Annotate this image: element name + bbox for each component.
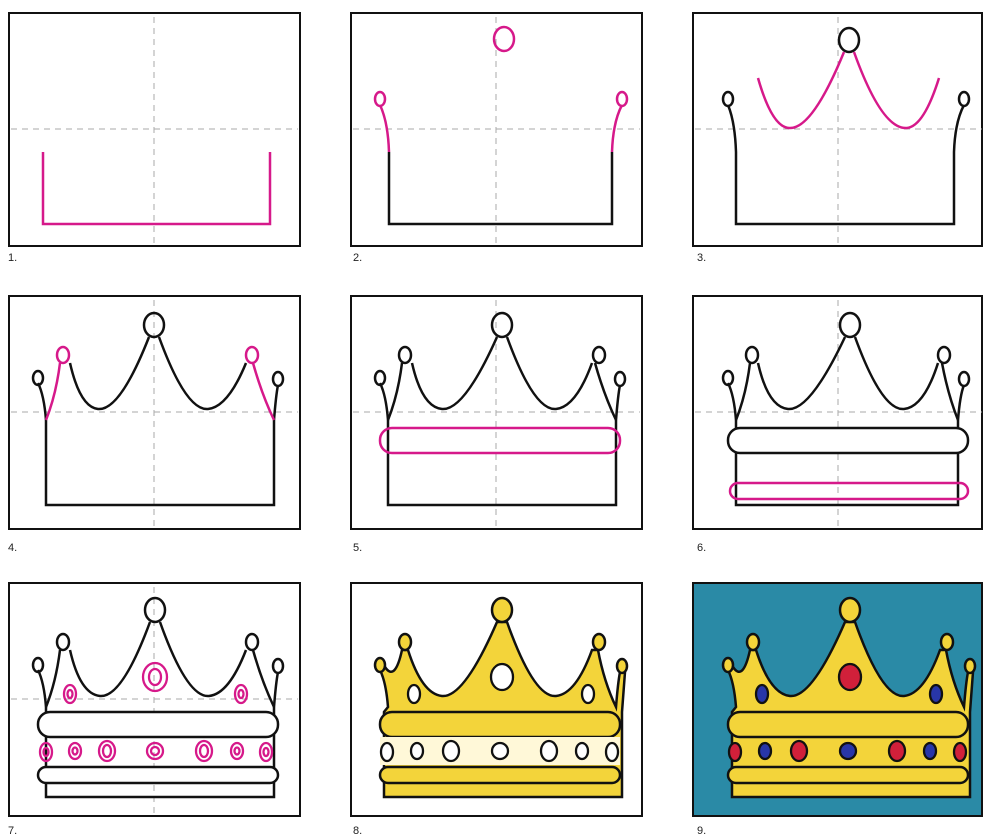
step-3-label: 3. [697,252,706,264]
step-2-panel [350,12,643,247]
step-1-drawing [8,12,301,247]
step-7-panel [8,582,301,817]
step-1-label: 1. [8,252,17,264]
step-6-label: 6. [697,542,706,554]
step-8-panel [350,582,643,817]
step-5-panel [350,295,643,530]
step-1-panel [8,12,301,247]
step-8-drawing [350,582,643,817]
step-4-panel [8,295,301,530]
step-8-label: 8. [353,825,362,837]
step-6-panel [692,295,985,530]
step-5-drawing [350,295,643,530]
step-3-drawing [692,12,985,247]
step-4-drawing [8,295,301,530]
step-2-label: 2. [353,252,362,264]
step-6-drawing [692,295,985,530]
step-9-panel [692,582,985,817]
step-7-drawing [8,582,301,817]
step-5-label: 5. [353,542,362,554]
step-3-panel [692,12,985,247]
step-9-drawing [692,582,985,817]
step-7-label: 7. [8,825,17,837]
step-4-label: 4. [8,542,17,554]
step-9-label: 9. [697,825,706,837]
step-2-drawing [350,12,643,247]
